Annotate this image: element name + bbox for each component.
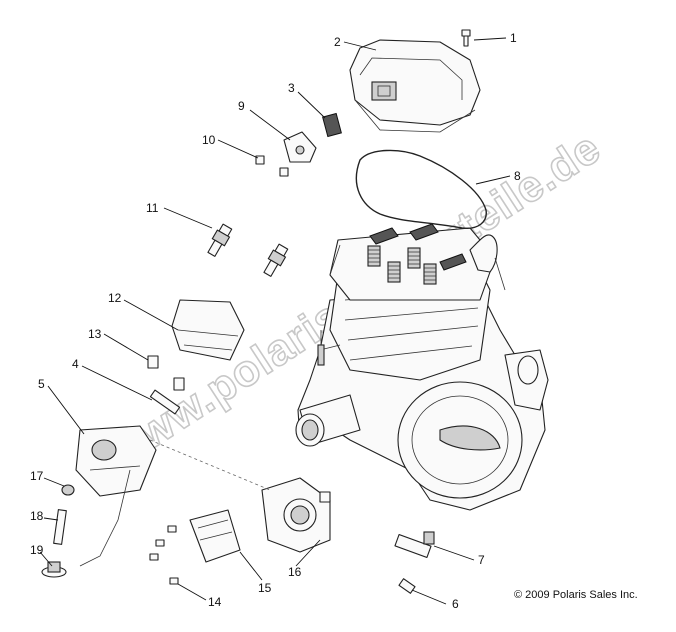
engine-assembly: [295, 223, 549, 511]
tube-18: [53, 509, 67, 545]
callout-2: 2: [334, 35, 341, 49]
callout-18: 18: [30, 509, 44, 523]
assembly-dashed-line: [149, 439, 271, 491]
rod-4: [149, 389, 181, 415]
callout-7: 7: [478, 553, 485, 567]
leader-lines: [39, 37, 511, 605]
cable: [79, 469, 131, 567]
callout-6: 6: [452, 597, 459, 611]
spark-plug-a: [207, 223, 233, 257]
callout-1: 1: [510, 31, 517, 45]
callout-4: 4: [72, 357, 79, 371]
valve-cover-gasket: [355, 149, 487, 229]
screws-14: [149, 525, 179, 585]
clip-3: [322, 112, 342, 138]
callout-19: 19: [30, 543, 44, 557]
callout-13: 13: [88, 327, 102, 341]
callout-8: 8: [514, 169, 521, 183]
bolt-1: [461, 29, 471, 47]
cap-17: [61, 484, 75, 496]
callout-15: 15: [258, 581, 272, 595]
spark-plug-b: [263, 243, 289, 277]
valve-springs: [367, 245, 437, 285]
callout-17: 17: [30, 469, 44, 483]
valve-19: [41, 561, 67, 578]
pin-6: [398, 578, 416, 594]
copyright-notice: © 2009 Polaris Sales Inc.: [514, 589, 638, 601]
callout-11: 11: [146, 201, 159, 215]
fitting-7: [394, 531, 435, 559]
valve-cover: [349, 39, 481, 133]
callout-10: 10: [202, 133, 216, 147]
intake-boot: [171, 299, 245, 361]
bolt-10b: [279, 167, 289, 177]
sensor-9: [283, 131, 317, 163]
side-cover: [189, 509, 241, 563]
bolt-10a: [255, 155, 265, 165]
callout-9: 9: [238, 99, 245, 113]
callout-12: 12: [108, 291, 122, 305]
bolt-13a: [147, 355, 159, 369]
throttle-housing: [75, 425, 157, 497]
callout-16: 16: [288, 565, 302, 579]
callout-5: 5: [38, 377, 45, 391]
callout-labels: 1 2 3 9 10 11 8 12 13 4 5 17 18 19 7 6 1…: [30, 31, 521, 611]
bolt-13b: [173, 377, 185, 391]
callout-3: 3: [288, 81, 295, 95]
callout-14: 14: [208, 595, 222, 609]
throttle-body: [261, 477, 331, 553]
